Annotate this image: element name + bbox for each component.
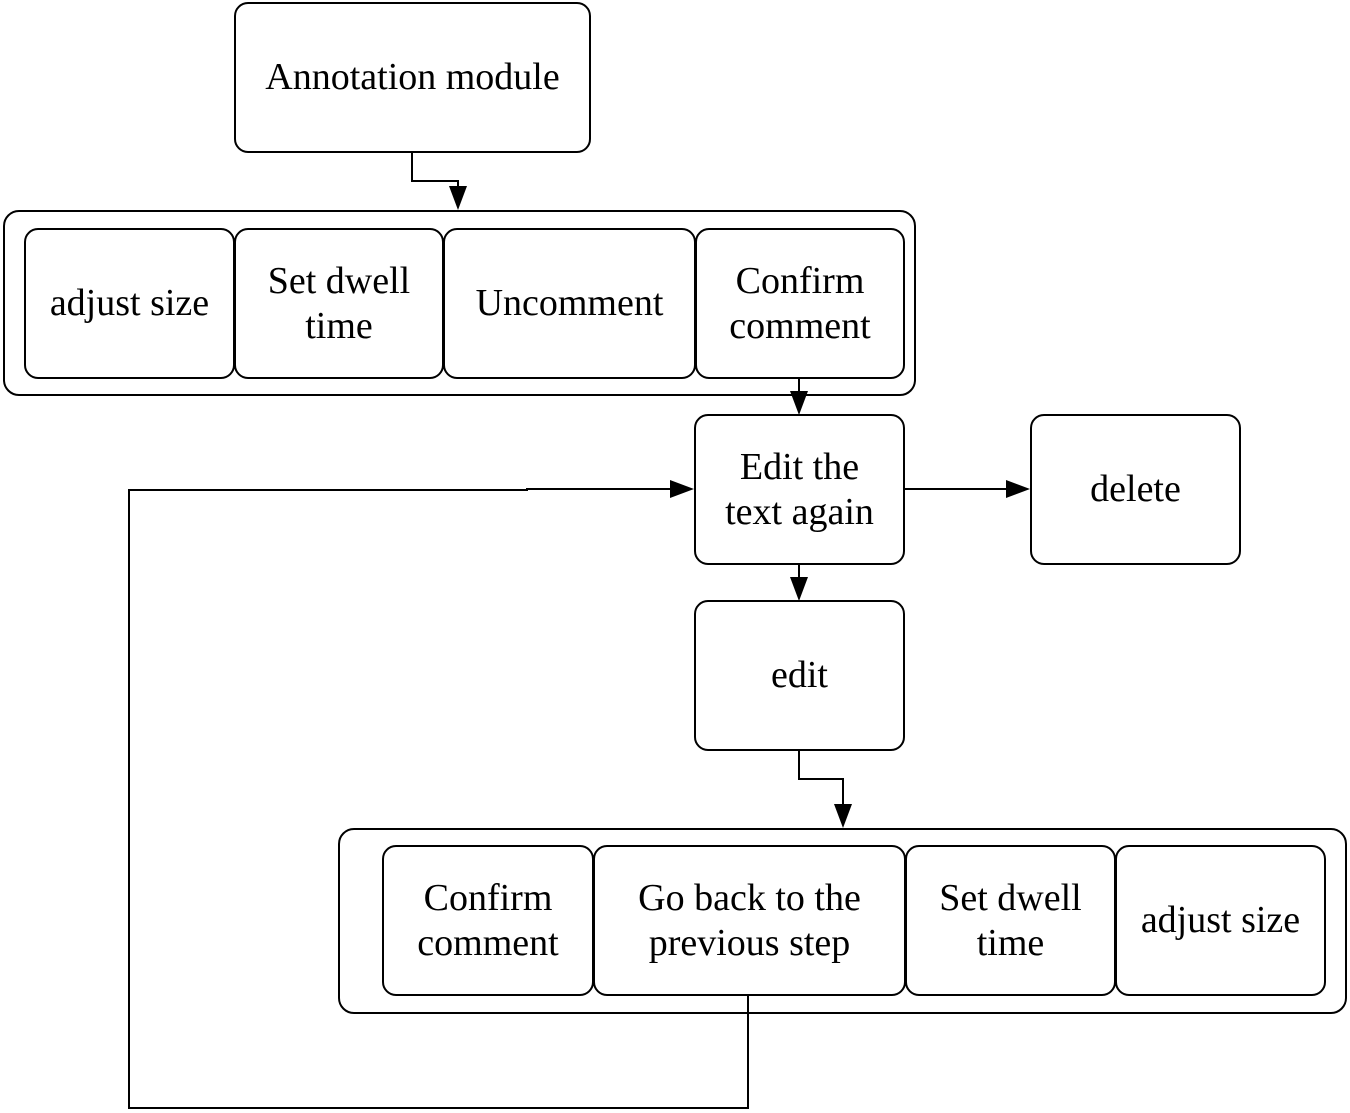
node-edit-text-again: Edit the text again — [694, 414, 905, 565]
connector-edit-to-bottom-group — [798, 750, 844, 808]
node-bottom-confirm-comment: Confirm comment — [382, 845, 594, 996]
node-bottom-go-back: Go back to the previous step — [593, 845, 906, 996]
node-top-adjust-size: adjust size — [24, 228, 235, 379]
node-bottom-adjust-size: adjust size — [1115, 845, 1326, 996]
arrowhead-confirm-to-edit-again — [790, 391, 808, 415]
node-bottom-set-dwell-time: Set dwell time — [905, 845, 1116, 996]
arrowhead-edit-again-to-delete — [1006, 480, 1030, 498]
node-delete: delete — [1030, 414, 1241, 565]
node-edit: edit — [694, 600, 905, 751]
node-top-set-dwell-time: Set dwell time — [234, 228, 444, 379]
connector-go-back-loop — [128, 488, 749, 1109]
arrowhead-module-to-top-group — [449, 186, 467, 210]
arrowhead-edit-again-to-edit — [790, 577, 808, 601]
node-top-uncomment: Uncomment — [443, 228, 696, 379]
node-top-confirm-comment: Confirm comment — [695, 228, 905, 379]
arrowhead-edit-to-bottom-group — [834, 804, 852, 828]
arrowhead-go-back-loop — [670, 480, 694, 498]
connector-module-to-top-group — [411, 153, 459, 190]
node-annotation-module: Annotation module — [234, 2, 591, 153]
